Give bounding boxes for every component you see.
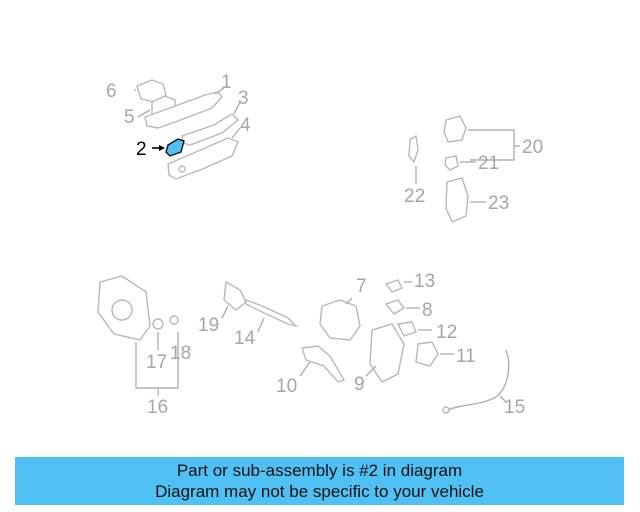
part-20-striker <box>443 115 467 143</box>
leader-3 <box>233 101 241 115</box>
callout-2: 2 <box>136 139 147 160</box>
callout-9: 9 <box>354 374 365 395</box>
leader-5 <box>137 109 151 118</box>
callout-6: 6 <box>106 81 117 102</box>
callout-12: 12 <box>436 322 457 343</box>
leader-10 <box>299 361 311 377</box>
part-18-clip <box>169 315 179 325</box>
callout-14: 14 <box>234 328 256 349</box>
callout-13: 13 <box>414 271 435 292</box>
lock-actuator-group <box>97 275 179 396</box>
callout-23: 23 <box>488 193 509 214</box>
part-4-hole <box>178 165 186 173</box>
callout-21: 21 <box>478 153 499 174</box>
callout-1: 1 <box>221 72 232 93</box>
part-14-rod <box>245 298 299 328</box>
leader-1 <box>214 87 225 95</box>
callout-19: 19 <box>198 315 219 336</box>
part-12-bolt <box>396 321 417 337</box>
callout-22: 22 <box>404 186 425 207</box>
leader-4 <box>231 127 241 139</box>
callout-17: 17 <box>146 352 167 373</box>
part-10-lever <box>301 345 346 383</box>
callout-5: 5 <box>124 107 135 128</box>
part-22-clip <box>408 134 419 164</box>
part-2-highlighted <box>165 138 185 157</box>
part-9-latch-assembly <box>369 323 405 383</box>
leader-7 <box>345 297 353 305</box>
banner-line-2: Diagram may not be specific to your vehi… <box>155 482 484 501</box>
part-6-cap <box>136 79 167 103</box>
part-11-bracket <box>415 341 439 367</box>
leader-15 <box>499 395 507 403</box>
leader-2-arrow <box>159 145 165 151</box>
part-16-gear <box>111 299 133 321</box>
part-8-bolt <box>384 299 406 315</box>
part-7-latch <box>319 299 361 341</box>
callout-10: 10 <box>276 376 297 397</box>
callout-18: 18 <box>170 343 191 364</box>
leader-16-bracket <box>135 332 179 389</box>
leader-19 <box>221 305 229 319</box>
leader-14 <box>257 317 265 333</box>
callout-7: 7 <box>356 276 367 297</box>
part-15-cable-end <box>442 406 450 414</box>
callout-16: 16 <box>147 397 168 418</box>
part-23-striker-plate <box>445 177 469 223</box>
part-19-bracket <box>223 280 247 311</box>
callout-4: 4 <box>240 115 251 136</box>
part-1-handle <box>144 91 223 129</box>
part-17-grommet <box>152 318 164 330</box>
banner-line-1: Part or sub-assembly is #2 in diagram <box>176 461 463 480</box>
leader-9 <box>365 365 377 377</box>
leader-20-bracket <box>468 129 515 161</box>
info-banner: Part or sub-assembly is #2 in diagram Di… <box>15 457 624 505</box>
lock-rod-group <box>221 280 346 383</box>
part-15-cable <box>447 349 510 411</box>
part-13-screw <box>384 279 403 293</box>
striker-group <box>408 115 520 223</box>
callout-3: 3 <box>238 88 249 109</box>
latch-group <box>319 279 510 414</box>
outer-handle-group <box>134 79 241 180</box>
part-21-washer <box>444 155 459 171</box>
callout-20: 20 <box>522 137 543 158</box>
part-3-gasket <box>181 113 240 146</box>
callout-11: 11 <box>456 346 476 367</box>
callout-15: 15 <box>504 397 525 418</box>
callout-8: 8 <box>422 300 433 321</box>
